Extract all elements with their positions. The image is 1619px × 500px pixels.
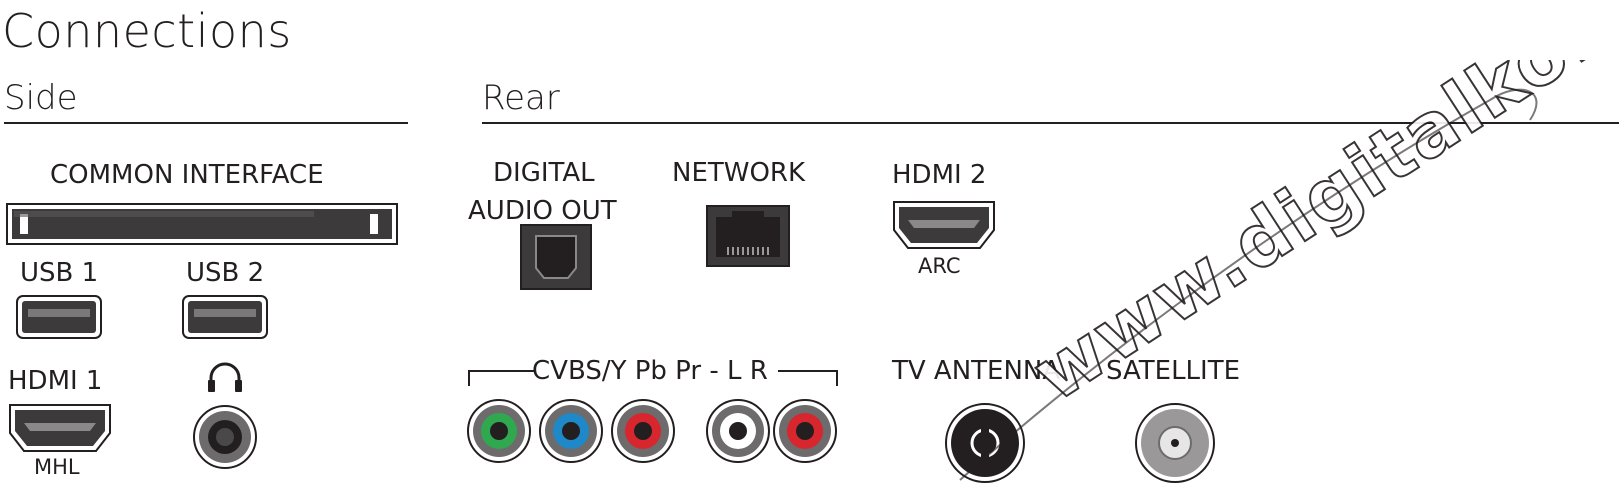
usb2-label: USB 2 (186, 258, 265, 288)
rca-red-jack (611, 399, 675, 463)
rear-heading: Rear (482, 78, 560, 118)
network-label: NETWORK (672, 158, 806, 188)
hdmi2-label: HDMI 2 (892, 160, 987, 190)
optical-audio-port (520, 224, 592, 290)
rca-blue-jack (539, 399, 603, 463)
page-title: Connections (2, 4, 292, 58)
rca-jacks (467, 399, 837, 463)
hdmi1-label: HDMI 1 (8, 366, 103, 396)
satellite-port (1135, 403, 1215, 483)
satellite-label: SATELLITE (1106, 356, 1241, 386)
hdmi1-port (9, 404, 111, 452)
arc-label: ARC (918, 254, 961, 278)
digital-audio-out-label-line1: DIGITAL (493, 158, 595, 188)
headphone-jack (193, 405, 257, 469)
usb1-port (16, 295, 102, 339)
usb1-label: USB 1 (20, 258, 99, 288)
common-interface-slot (6, 203, 398, 245)
rca-white-jack (706, 399, 770, 463)
network-port (706, 205, 790, 267)
tv-antenna-port (945, 403, 1025, 483)
side-divider (4, 122, 408, 124)
rca-red-audio-jack (773, 399, 837, 463)
common-interface-label: COMMON INTERFACE (50, 160, 324, 190)
tv-antenna-label: TV ANTENNA (892, 356, 1061, 386)
component-label: CVBS/Y Pb Pr - L R (532, 356, 768, 386)
headphone-icon (208, 362, 242, 392)
side-heading: Side (4, 78, 78, 118)
component-bracket-right (778, 370, 838, 386)
hdmi2-port (893, 201, 995, 249)
mhl-label: MHL (34, 455, 80, 479)
rca-green-jack (467, 399, 531, 463)
rear-divider (482, 122, 1619, 124)
usb2-port (182, 295, 268, 339)
digital-audio-out-label-line2: AUDIO OUT (468, 196, 617, 226)
component-bracket-left (468, 370, 534, 386)
